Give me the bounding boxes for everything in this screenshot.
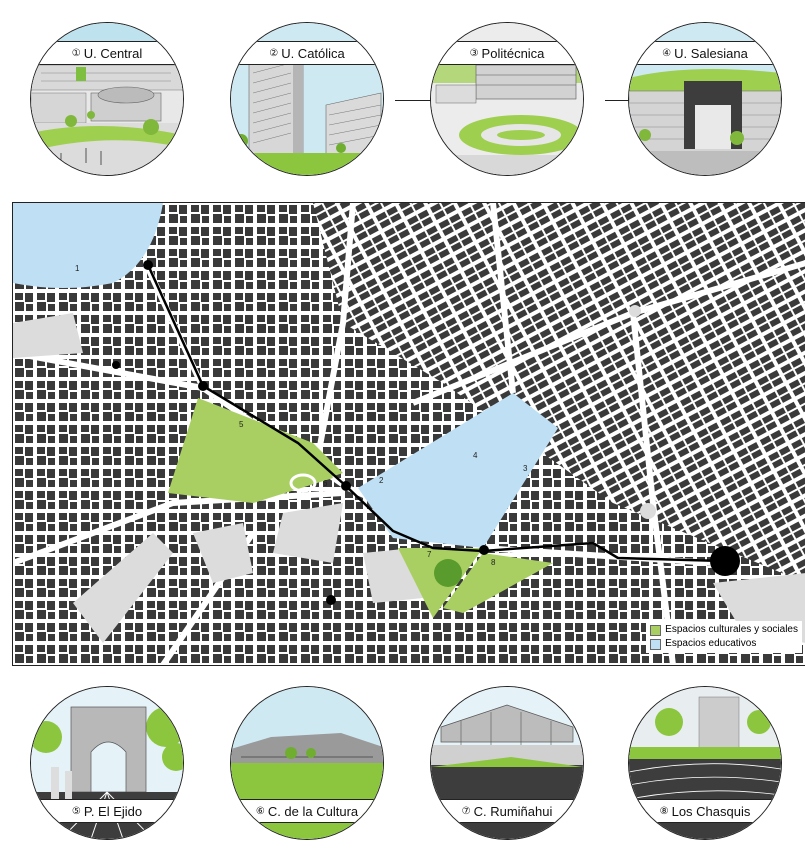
route-line [146,264,724,563]
legend-item-cultural: Espacios culturales y sociales [650,623,798,637]
route-stop[interactable] [479,545,489,555]
site-marker-7: 7 [427,550,432,559]
site-marker-1: 1 [75,264,80,273]
site-marker-3: 3 [523,464,528,473]
route-stop[interactable] [341,481,351,491]
site-marker-5: 5 [239,420,244,429]
site-marker-8: 8 [491,558,496,567]
route-stop[interactable] [143,260,153,270]
site-marker-2: 2 [379,476,384,485]
route-end[interactable] [710,546,740,576]
connector-line [395,100,435,101]
connector-line [605,100,630,101]
legend-swatch [650,624,662,636]
route-stop[interactable] [198,381,208,391]
site-marker-4: 4 [473,451,478,460]
route-stop[interactable] [112,361,120,369]
map-legend: Espacios culturales y sociales Espacios … [646,621,802,653]
site-marker-6: 6 [323,479,328,488]
route-stop[interactable] [326,595,336,605]
legend-swatch [650,638,662,650]
legend-item-educational: Espacios educativos [650,637,798,651]
map-panel[interactable]: 1 2 3 4 5 6 7 8 Espacios culturales y so… [12,202,805,666]
city-map[interactable]: 1 2 3 4 5 6 7 8 [13,203,805,665]
